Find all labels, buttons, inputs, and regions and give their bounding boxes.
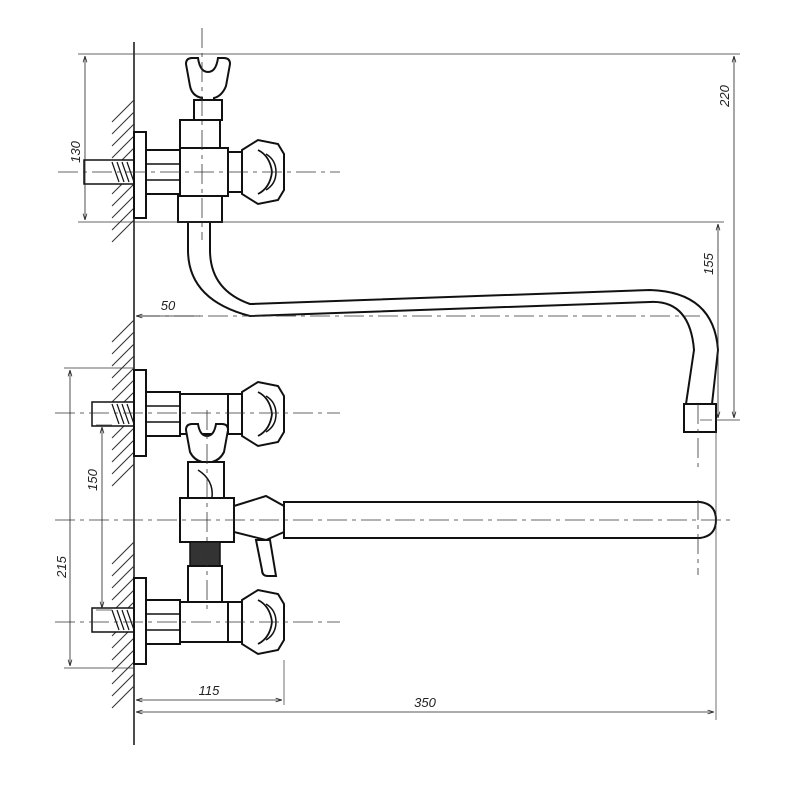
dim-50-label: 50	[161, 298, 176, 313]
dim-220-label: 220	[717, 84, 732, 107]
dimension-lines	[70, 56, 734, 712]
dim-130-label: 130	[68, 140, 83, 162]
dim-115-label: 115	[199, 683, 220, 698]
dim-215-label: 215	[54, 555, 69, 578]
extension-lines	[64, 53, 740, 720]
top-mixer	[83, 57, 285, 223]
dim-155-label: 155	[701, 252, 716, 274]
wall-hatching-middle	[111, 319, 135, 487]
dim-150-label: 150	[85, 468, 100, 490]
dim-350-label: 350	[414, 695, 436, 710]
center-lines	[55, 28, 730, 623]
top-spout	[187, 221, 720, 433]
bottom-mixer-diverter	[179, 423, 285, 607]
